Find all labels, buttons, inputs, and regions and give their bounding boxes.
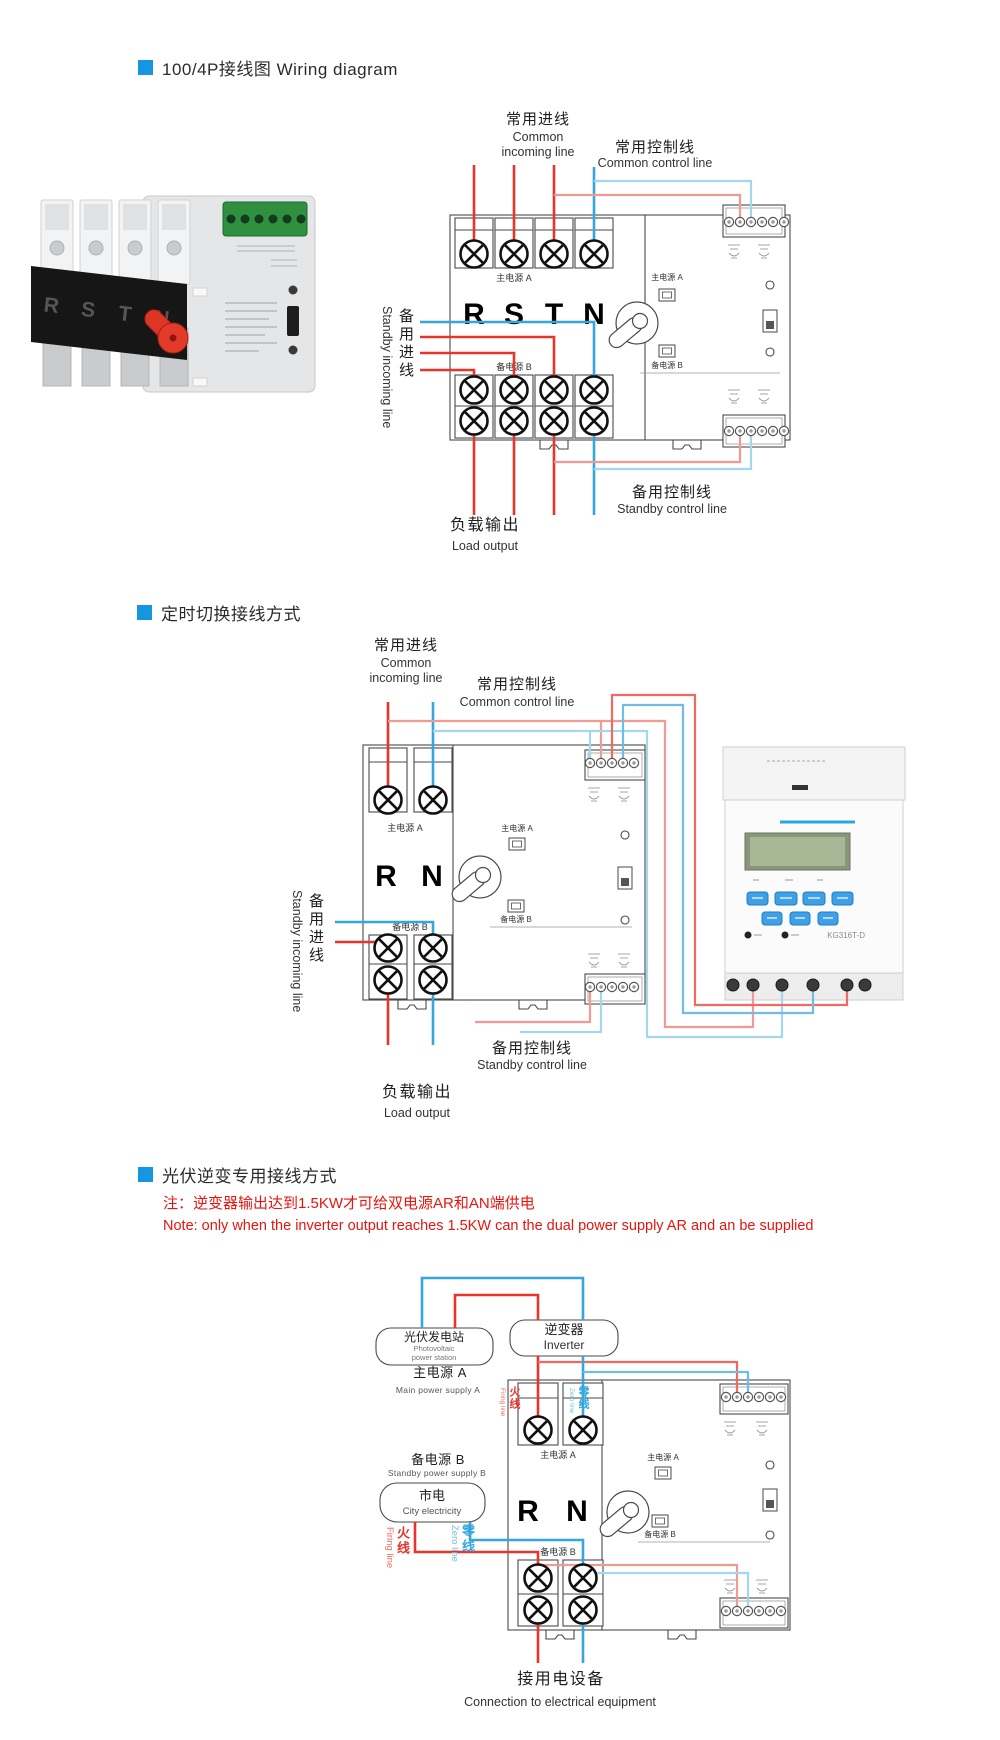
label-zero-line-en: Zero line — [568, 1388, 575, 1414]
label-load-output-zh: 负载输出 — [449, 517, 521, 534]
section2-title: 定时切换接线方式 — [161, 605, 301, 624]
diagram-main-a-label: 主电源 A — [496, 272, 532, 283]
pole-letter: R — [463, 298, 485, 331]
diagram-backup-b-indicator-label: 备电源 B — [500, 914, 532, 924]
pole-letter: R — [375, 860, 397, 893]
label-fire-line-en: Firing line — [499, 1388, 506, 1417]
label-common-incoming-en2: incoming line — [369, 671, 443, 685]
label-load-output-en: Load output — [383, 1106, 451, 1120]
inverter-en: Inverter — [544, 1338, 585, 1352]
label-standby-incoming-zh: 备用进线 — [307, 893, 324, 965]
section1-title: 100/4P接线图 Wiring diagram — [162, 60, 398, 79]
diagram-backup-b-label: 备电源 B — [392, 921, 428, 932]
section3-header: 光伏逆变专用接线方式 — [138, 1162, 337, 1187]
inverter-note-en: Note: only when the inverter output reac… — [163, 1218, 814, 1234]
label-fire-line-en: Firing line — [384, 1527, 395, 1569]
diagram-main-a-label: 主电源 A — [387, 822, 423, 833]
label-main-power-a-zh: 主电源 A — [413, 1365, 467, 1380]
bullet-square-icon — [138, 1167, 153, 1182]
label-standby-power-b-zh: 备电源 B — [411, 1452, 465, 1467]
label-common-incoming-en1: Common — [512, 130, 564, 144]
photo-pole-letter: R — [43, 294, 61, 319]
green-terminal-block — [222, 201, 308, 237]
pole-letter: S — [504, 298, 524, 331]
timer-device: KG316T-D — [722, 746, 906, 1001]
section1-header: 100/4P接线图 Wiring diagram — [138, 55, 398, 80]
label-main-power-a-en: Main power supply A — [395, 1385, 481, 1395]
pole-letter: N — [421, 860, 443, 893]
label-connect-equipment-zh: 接用电设备 — [517, 1671, 605, 1688]
product-photo: R S T N — [31, 195, 316, 393]
diagram-backup-b-indicator-label: 备电源 B — [644, 1529, 676, 1539]
timer-buttons — [746, 891, 854, 926]
pv-station-zh: 光伏发电站 — [404, 1329, 464, 1344]
label-load-output-en: Load output — [451, 539, 519, 553]
pole-letter: T — [545, 298, 563, 331]
label-zero-line-zh: 零线 — [460, 1524, 475, 1554]
timer-terminals — [726, 978, 872, 992]
inverter-note-zh: 注：逆变器输出达到1.5KW才可给双电源AR和AN端供电 — [163, 1195, 535, 1212]
label-standby-incoming-zh: 备用进线 — [397, 308, 414, 380]
label-common-control-en: Common control line — [459, 695, 575, 709]
pv-station-en1: Photovoltaic — [414, 1344, 455, 1353]
diagram-main-a-label: 主电源 A — [540, 1449, 576, 1460]
pv-station-en2: power station — [412, 1353, 457, 1362]
label-common-control-en: Common control line — [597, 156, 713, 170]
pole-letter: N — [566, 1495, 588, 1528]
label-fire-line-zh: 火线 — [395, 1526, 410, 1556]
section3-title: 光伏逆变专用接线方式 — [162, 1167, 337, 1186]
label-common-control-zh: 常用控制线 — [614, 139, 696, 156]
label-standby-control-en: Standby control line — [477, 1058, 587, 1072]
label-standby-power-b-en: Standby power supply B — [387, 1468, 487, 1478]
label-common-incoming-en1: Common — [380, 656, 432, 670]
timer-switch-wiring-diagram: 主电源 A 备电源 B 主电源 A 备电源 B R N — [335, 693, 906, 1045]
label-standby-control-en: Standby control line — [617, 502, 727, 516]
diagram-main-a-indicator-label: 主电源 A — [501, 823, 533, 833]
diagram-main-a-indicator-label: 主电源 A — [651, 272, 683, 282]
pv-inverter-wiring-diagram: 光伏发电站 Photovoltaic power station 逆变器 Inv… — [375, 1276, 791, 1663]
bullet-square-icon — [137, 605, 152, 620]
label-standby-control-zh: 备用控制线 — [491, 1040, 573, 1057]
diagram-main-a-indicator-label: 主电源 A — [647, 1452, 679, 1462]
diagram-backup-b-indicator-label: 备电源 B — [651, 360, 683, 370]
label-fire-line-zh: 火线 — [508, 1386, 520, 1410]
label-common-incoming-en2: incoming line — [501, 145, 575, 159]
label-zero-line-zh: 零线 — [577, 1386, 589, 1410]
label-connect-equipment-en: Connection to electrical equipment — [464, 1695, 656, 1709]
pole-letter: R — [517, 1495, 539, 1528]
diagram-backup-b-label: 备电源 B — [540, 1546, 576, 1557]
label-standby-incoming-en: Standby incoming line — [290, 890, 304, 1013]
label-standby-control-zh: 备用控制线 — [631, 484, 713, 501]
photo-pole-letter: S — [80, 298, 97, 322]
wiring-diagram-100-4p: 主电源 A 备电源 B 主电源 A 备电源 B R S T N — [420, 165, 791, 515]
inverter-zh: 逆变器 — [544, 1322, 583, 1337]
timer-model: KG316T-D — [827, 931, 865, 940]
label-common-incoming-zh: 常用进线 — [505, 111, 571, 128]
city-electricity-en: City electricity — [403, 1506, 462, 1517]
photo-pole-letter: T — [117, 302, 133, 326]
bullet-square-icon — [138, 60, 153, 75]
section2-header: 定时切换接线方式 — [137, 600, 301, 625]
label-common-incoming-zh: 常用进线 — [373, 637, 439, 654]
red-rotary-handle — [144, 309, 189, 354]
label-standby-incoming-en: Standby incoming line — [380, 306, 394, 429]
label-load-output-zh: 负载输出 — [381, 1084, 453, 1101]
city-electricity-zh: 市电 — [419, 1488, 445, 1503]
toggle-switch — [287, 306, 299, 336]
label-common-control-zh: 常用控制线 — [476, 676, 558, 693]
black-cover — [31, 266, 187, 360]
label-zero-line-en: Zero line — [449, 1525, 460, 1562]
